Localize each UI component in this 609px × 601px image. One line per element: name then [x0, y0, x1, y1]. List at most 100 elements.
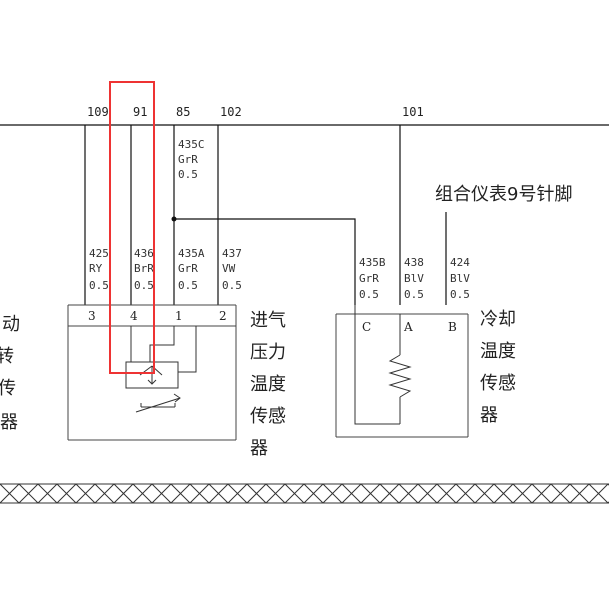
hatch-line	[531, 483, 552, 504]
hatch-line	[170, 483, 191, 504]
svg-text:器: 器	[480, 405, 498, 426]
hatch-line	[0, 483, 20, 504]
wire-code-425: 425 RY 0.5	[89, 247, 109, 292]
svg-text:435B: 435B	[359, 256, 386, 269]
wire-number-102: 102	[220, 105, 242, 119]
ground-hatch-band	[0, 483, 609, 504]
wire-code-435a: 435A GrR 0.5	[178, 247, 205, 292]
svg-text:0.5: 0.5	[450, 288, 470, 301]
svg-text:传感: 传感	[250, 406, 286, 427]
svg-text:BlV: BlV	[450, 272, 470, 285]
hatch-line	[398, 483, 419, 504]
svg-text:424: 424	[450, 256, 470, 269]
svg-text:0.5: 0.5	[359, 288, 379, 301]
hatch-line	[455, 483, 476, 504]
svg-text:温度: 温度	[250, 374, 286, 395]
hatch-line	[151, 483, 172, 504]
intake-pin-4: 4	[130, 309, 138, 323]
wire-number-91: 91	[133, 105, 147, 119]
svg-text:435C: 435C	[178, 138, 205, 151]
svg-text:RY: RY	[89, 262, 103, 275]
wire-code-437: 437 VW 0.5	[222, 247, 242, 292]
svg-text:VW: VW	[222, 262, 236, 275]
cluster-pin-label: 组合仪表9号针脚	[435, 184, 572, 205]
hatch-line	[512, 483, 533, 504]
hatch-line	[94, 483, 115, 504]
coolant-pin-c: C	[362, 320, 371, 334]
wire-code-436: 436 BrR 0.5	[134, 247, 154, 292]
svg-text:0.5: 0.5	[178, 168, 198, 181]
svg-text:BrR: BrR	[134, 262, 154, 275]
svg-text:437: 437	[222, 247, 242, 260]
wire-code-424: 424 BlV 0.5	[450, 256, 470, 301]
svg-text:传感: 传感	[480, 373, 516, 394]
hatch-line	[37, 483, 58, 504]
svg-text:0.5: 0.5	[89, 279, 109, 292]
hatch-line	[189, 483, 210, 504]
wire-code-435c: 435C GrR 0.5	[178, 138, 205, 181]
wire-number-101: 101	[402, 105, 424, 119]
hatch-line	[588, 483, 609, 504]
coolant-thermistor	[354, 305, 412, 425]
hatch-line	[208, 483, 229, 504]
svg-text:0.5: 0.5	[178, 279, 198, 292]
svg-text:压力: 压力	[250, 342, 286, 363]
hatch-line	[265, 483, 286, 504]
svg-text:435A: 435A	[178, 247, 205, 260]
hatch-line	[284, 483, 305, 504]
svg-text:进气: 进气	[250, 310, 286, 331]
svg-text:0.5: 0.5	[134, 279, 154, 292]
coolant-pin-a: A	[403, 320, 413, 334]
hatch-line	[18, 483, 39, 504]
coolant-pin-b: B	[448, 320, 457, 334]
hatch-line	[417, 483, 438, 504]
svg-text:GrR: GrR	[178, 153, 198, 166]
svg-text:425: 425	[89, 247, 109, 260]
hatch-line	[75, 483, 96, 504]
svg-text:器: 器	[250, 438, 268, 459]
svg-text:0.5: 0.5	[222, 279, 242, 292]
coolant-sensor-label: 冷却 温度 传感 器	[480, 309, 516, 426]
wire-435b-branch	[174, 218, 356, 305]
svg-text:器: 器	[0, 412, 18, 433]
highlight-box	[109, 81, 155, 374]
wire-code-435b: 435B GrR 0.5	[359, 256, 386, 301]
svg-text:438: 438	[404, 256, 424, 269]
svg-text:436: 436	[134, 247, 154, 260]
hatch-line	[227, 483, 248, 504]
svg-text:传: 传	[0, 378, 16, 399]
hatch-line	[493, 483, 514, 504]
svg-text:GrR: GrR	[178, 262, 198, 275]
intake-pin-2: 2	[219, 309, 227, 323]
hatch-line	[56, 483, 77, 504]
intake-sensor-box	[67, 304, 237, 441]
hatch-line	[303, 483, 324, 504]
svg-text:转: 转	[0, 346, 14, 367]
hatch-line	[132, 483, 153, 504]
hatch-line	[474, 483, 495, 504]
intake-sensor-internal	[125, 326, 197, 413]
left-partial-label: 动 转 传 器	[0, 314, 20, 433]
hatch-line	[436, 483, 457, 504]
intake-pin-3: 3	[88, 309, 96, 323]
wire-number-85: 85	[176, 105, 190, 119]
svg-text:温度: 温度	[480, 341, 516, 362]
hatch-line	[360, 483, 381, 504]
intake-sensor-label: 进气 压力 温度 传感 器	[250, 310, 286, 459]
hatch-line	[113, 483, 134, 504]
hatch-line	[550, 483, 571, 504]
hatch-line	[322, 483, 343, 504]
wire-number-109: 109	[87, 105, 109, 119]
coolant-sensor-box	[335, 313, 469, 438]
hatch-line	[569, 483, 590, 504]
hatch-line	[379, 483, 400, 504]
intake-pin-1: 1	[175, 309, 183, 323]
svg-text:GrR: GrR	[359, 272, 379, 285]
hatch-line	[341, 483, 362, 504]
svg-text:BlV: BlV	[404, 272, 424, 285]
wire-code-438: 438 BlV 0.5	[404, 256, 424, 301]
svg-text:动: 动	[2, 314, 20, 335]
hatch-line	[246, 483, 267, 504]
svg-text:冷却: 冷却	[480, 309, 516, 330]
